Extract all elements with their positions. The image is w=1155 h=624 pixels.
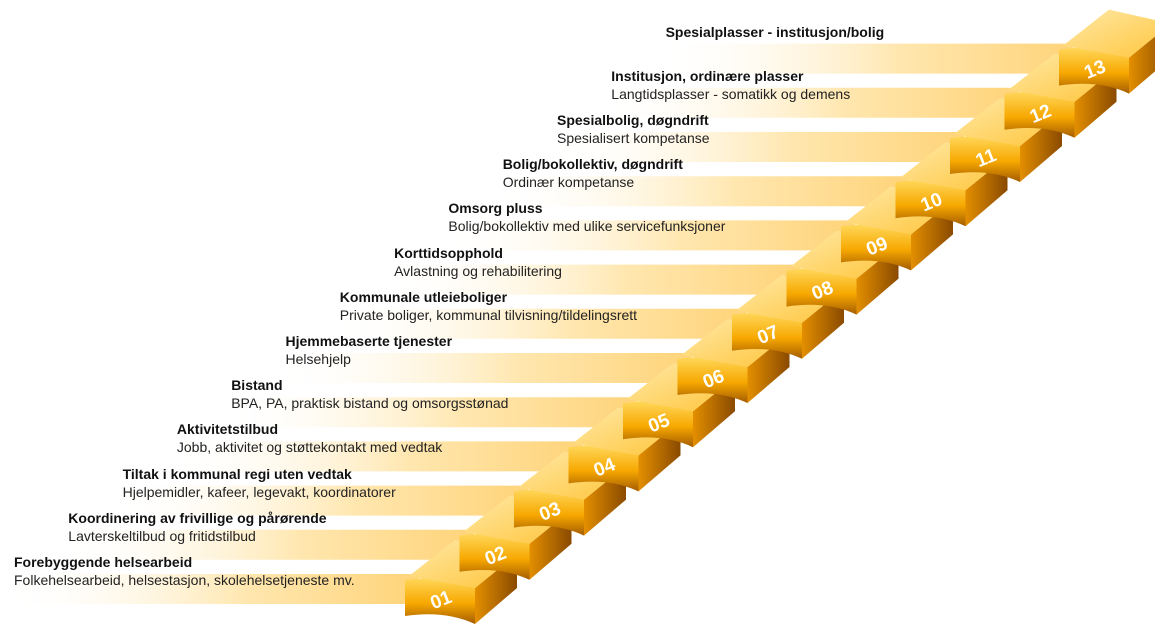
step-subtitle: Bolig/bokollektiv med ulike servicefunks… (448, 218, 726, 235)
step-title: Kommunale utleieboliger (339, 288, 508, 305)
step-subtitle: Helsehjelp (285, 351, 351, 367)
step-band (384, 264, 827, 295)
step-title: Institusjon, ordinære plasser (611, 67, 804, 84)
step-riser (514, 489, 584, 536)
step-band (492, 176, 936, 207)
step-band (601, 87, 1045, 118)
step-band (221, 397, 663, 428)
step-subtitle: Private boliger, kommunal tilvisning/til… (339, 306, 638, 323)
step-title: Omsorg pluss (448, 200, 543, 217)
step-band (438, 220, 881, 251)
step-riser (405, 578, 475, 624)
step-title: Spesialbolig, døgndrift (557, 112, 709, 128)
step-band (655, 43, 1099, 74)
step-title: Koordinering av frivillige og pårørende (68, 509, 327, 526)
step-riser (950, 136, 1020, 182)
step-band (4, 574, 445, 604)
step-title: Korttidsopphold (394, 244, 503, 261)
step-riser (623, 401, 693, 448)
step-title: Bolig/bokollektiv, døgndrift (502, 156, 683, 173)
step-riser (568, 445, 639, 492)
step-tread (1063, 9, 1155, 58)
step-riser (1004, 92, 1075, 138)
step-title: Aktivitetstilbud (176, 421, 279, 438)
stair-step: 13 (1059, 9, 1155, 94)
step-subtitle: BPA, PA, praktisk bistand og omsorgsstøn… (231, 395, 509, 412)
step-band (275, 353, 718, 383)
step-subtitle: Spesialisert kompetanse (557, 130, 710, 146)
step-riser (459, 534, 530, 580)
step-riser (1059, 47, 1129, 94)
step-band (329, 308, 772, 339)
step-band (112, 485, 554, 516)
step-title: Forebyggende helsearbeid (14, 554, 193, 570)
step-title: Spesialplasser - institusjon/bolig (665, 23, 885, 40)
step-riser (677, 357, 748, 403)
step-title: Bistand (231, 377, 283, 394)
step-title: Hjemmebaserte tjenester (285, 333, 453, 349)
step-band (547, 132, 990, 162)
step-subtitle: Ordinær kompetanse (502, 174, 635, 191)
step-label: Spesialplasser - institusjon/bolig (666, 23, 885, 41)
step-riser (841, 224, 911, 271)
step-subtitle: Jobb, aktivitet og støttekontakt med ved… (176, 439, 443, 456)
step-subtitle: Hjelpemidler, kafeer, legevakt, koordina… (122, 483, 396, 500)
step-riser (786, 268, 857, 315)
step-subtitle: Lavterskeltilbud og fritidstilbud (68, 527, 256, 544)
step-side (1129, 36, 1155, 94)
step-band (58, 529, 500, 560)
step-subtitle: Folkehelsearbeid, helsestasjon, skolehel… (14, 572, 355, 588)
step-subtitle: Avlastning og rehabilitering (394, 262, 562, 279)
step-band (166, 441, 609, 472)
step-riser (732, 313, 802, 359)
step-riser (895, 180, 966, 227)
step-subtitle: Langtidsplasser - somatikk og demens (611, 85, 851, 102)
step-title: Tiltak i kommunal regi uten vedtak (122, 465, 352, 482)
